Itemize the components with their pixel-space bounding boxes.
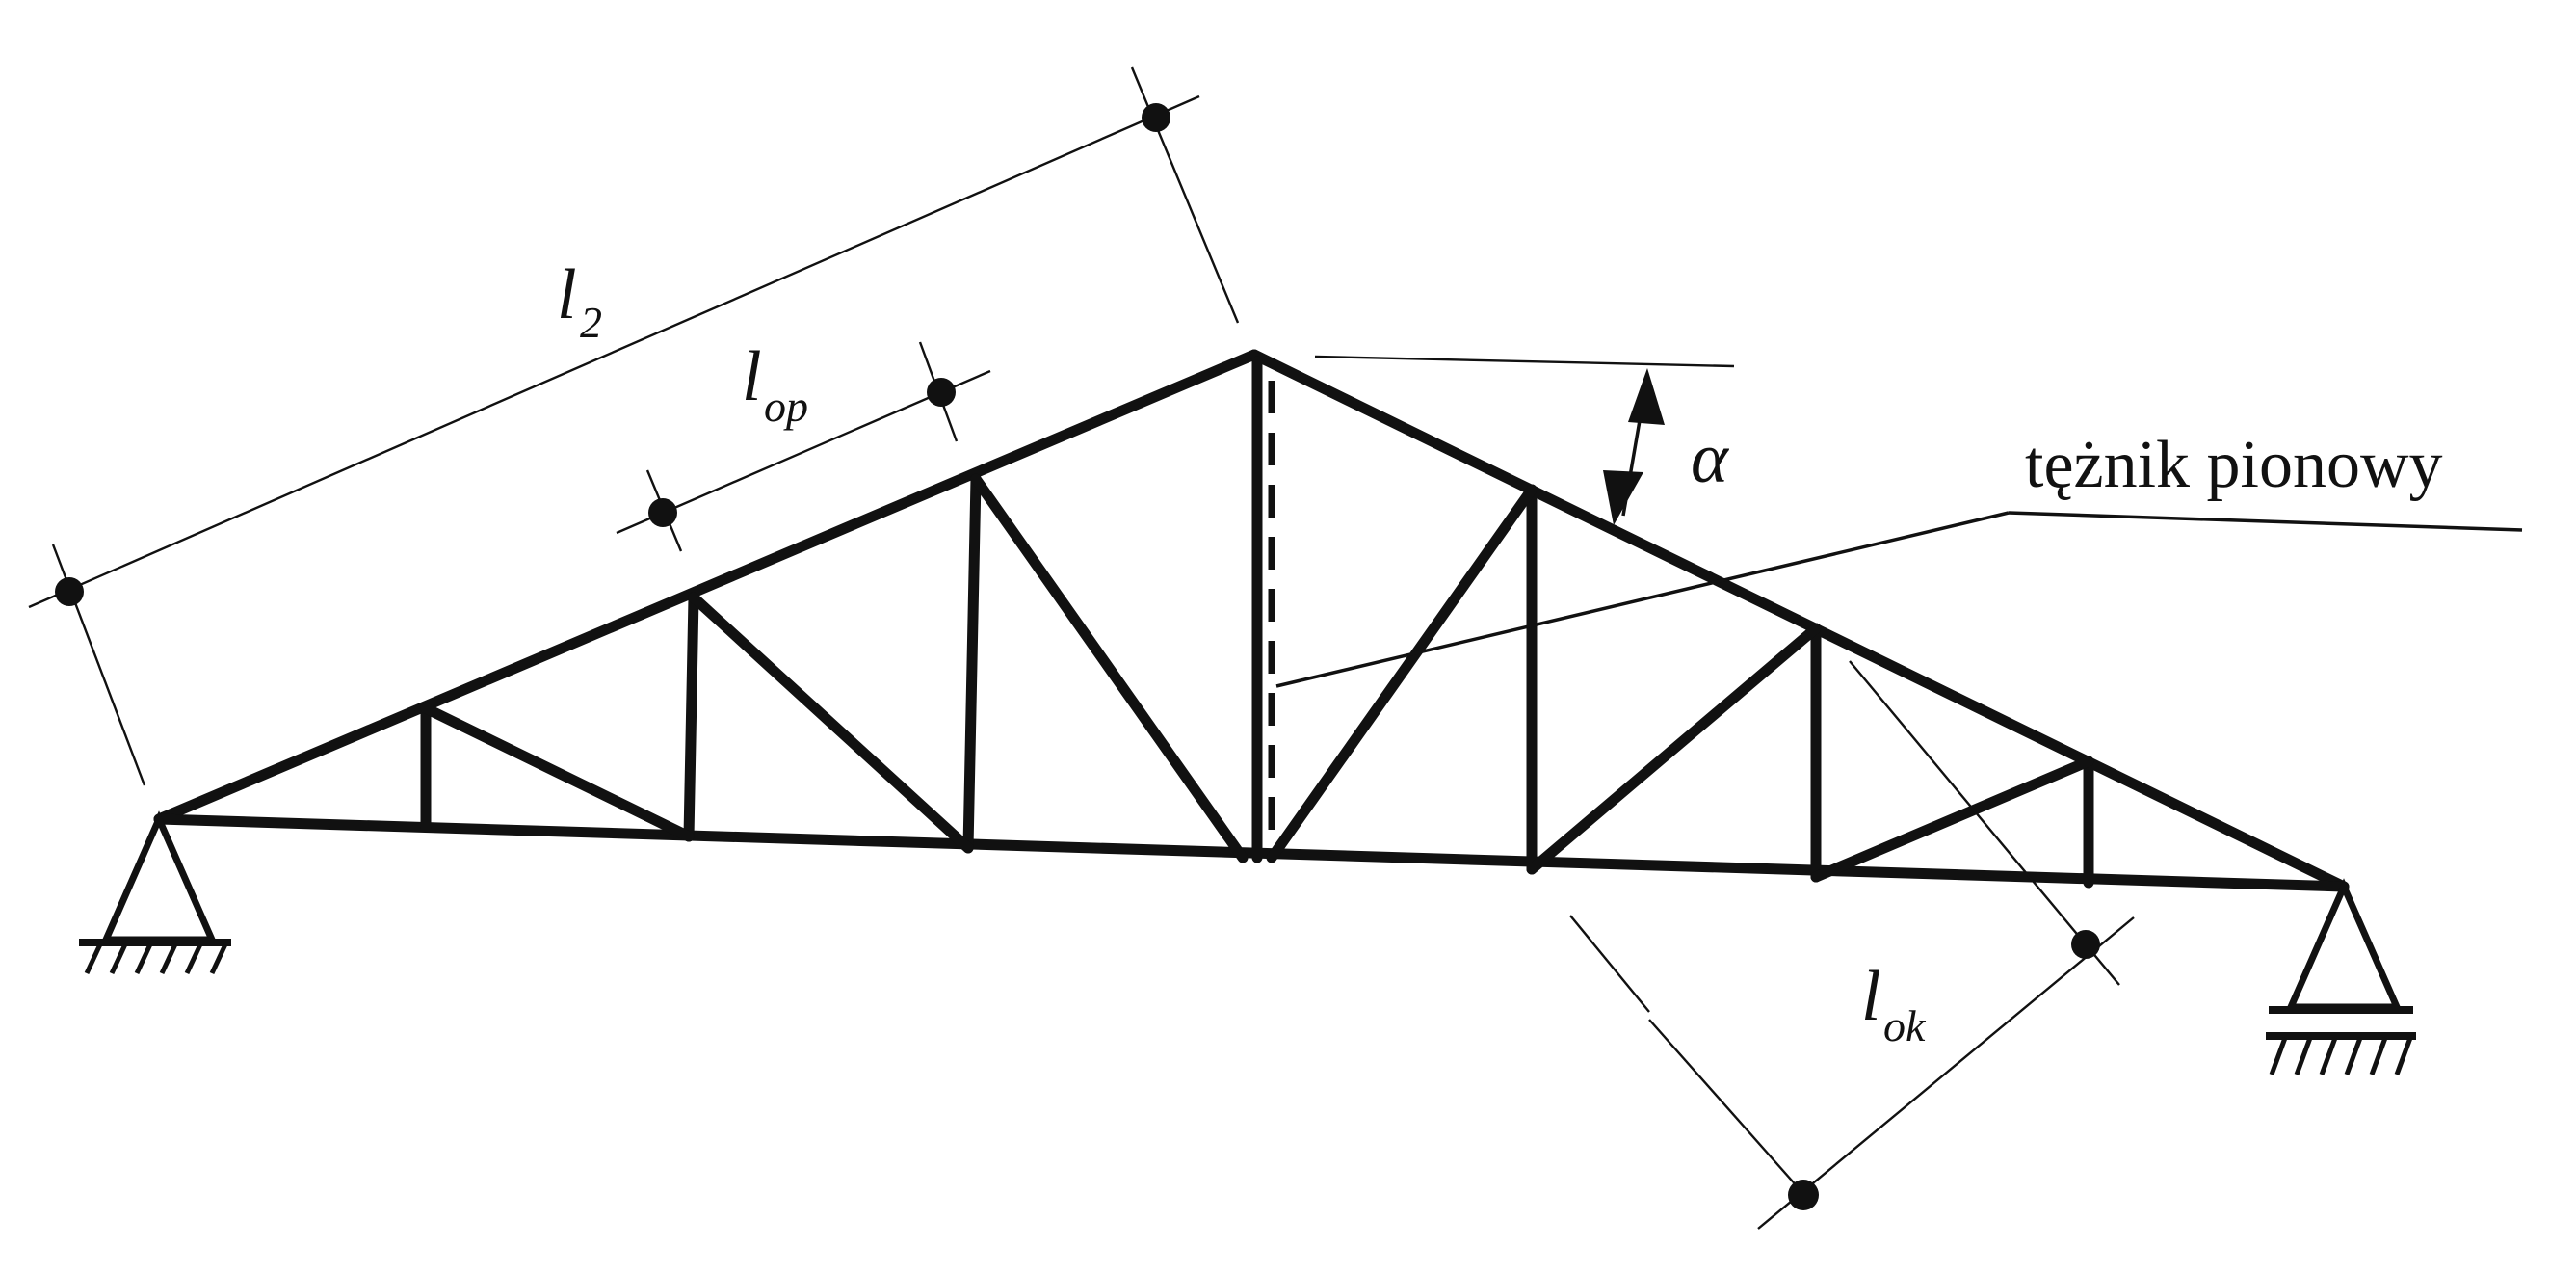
vertical-3: [962, 473, 982, 854]
dimension-lok: l ok: [1569, 660, 2135, 1230]
dimension-lop-start-dot: [648, 498, 677, 527]
dimension-lop-label: l: [742, 337, 762, 416]
angle-alpha-label: α: [1691, 419, 1730, 498]
diagonal-5: [1526, 623, 1822, 875]
bracing-leader: tężnik pionowy: [1275, 428, 2523, 688]
dimension-lok-bottom-dot: [1788, 1180, 1819, 1210]
dimension-l2-label: l: [557, 255, 577, 334]
dimension-l2-line: [28, 94, 1200, 609]
dimension-lop: l op: [616, 337, 991, 552]
slope-angle-indicator: α: [1314, 355, 1735, 525]
support-left: [79, 810, 231, 975]
diagonal-3: [970, 473, 1249, 863]
truss-web-members: [420, 356, 2094, 889]
support-right: [2266, 878, 2416, 1075]
truss-chords: [153, 349, 2350, 892]
support-left-triangle: [100, 810, 218, 943]
dimension-lok-subscript: ok: [1883, 1001, 1927, 1050]
vertical-2: [683, 592, 699, 842]
angle-reference-line: [1314, 355, 1735, 368]
angle-arrow-head-bottom: [1603, 470, 1643, 525]
diagonal-6: [1810, 756, 2094, 883]
dimension-lok-extension-upper: [1849, 660, 2120, 986]
dimension-l2: l 2: [28, 66, 1240, 786]
dimension-lop-end-dot: [927, 378, 956, 407]
dimension-lok-line: [1757, 916, 2135, 1230]
top-chord-right: [1249, 349, 2350, 892]
dimension-lop-subscript: op: [764, 382, 808, 431]
diagonal-4: [1266, 484, 1538, 863]
dimension-lok-extension-lower-b: [1648, 1019, 1807, 1198]
support-right-triangle: [2285, 878, 2403, 1011]
bottom-chord: [153, 813, 2350, 892]
dimension-lok-extension-lower-a: [1569, 915, 1650, 1013]
bracing-leader-line: [1275, 511, 2010, 688]
dimension-l2-end-dot: [1142, 103, 1170, 132]
diagonal-2: [688, 592, 974, 854]
dimension-lok-top-dot: [2071, 930, 2100, 959]
dimension-l2-start-dot: [55, 577, 84, 606]
dimension-l2-subscript: 2: [580, 298, 602, 347]
diagonal-1: [420, 703, 695, 842]
angle-arrow-head-top: [1628, 368, 1665, 425]
dimension-lok-label: l: [1861, 957, 1881, 1036]
top-chord-left: [153, 349, 1260, 825]
bracing-label: tężnik pionowy: [2025, 428, 2443, 502]
bracing-label-underline: [2008, 511, 2523, 532]
